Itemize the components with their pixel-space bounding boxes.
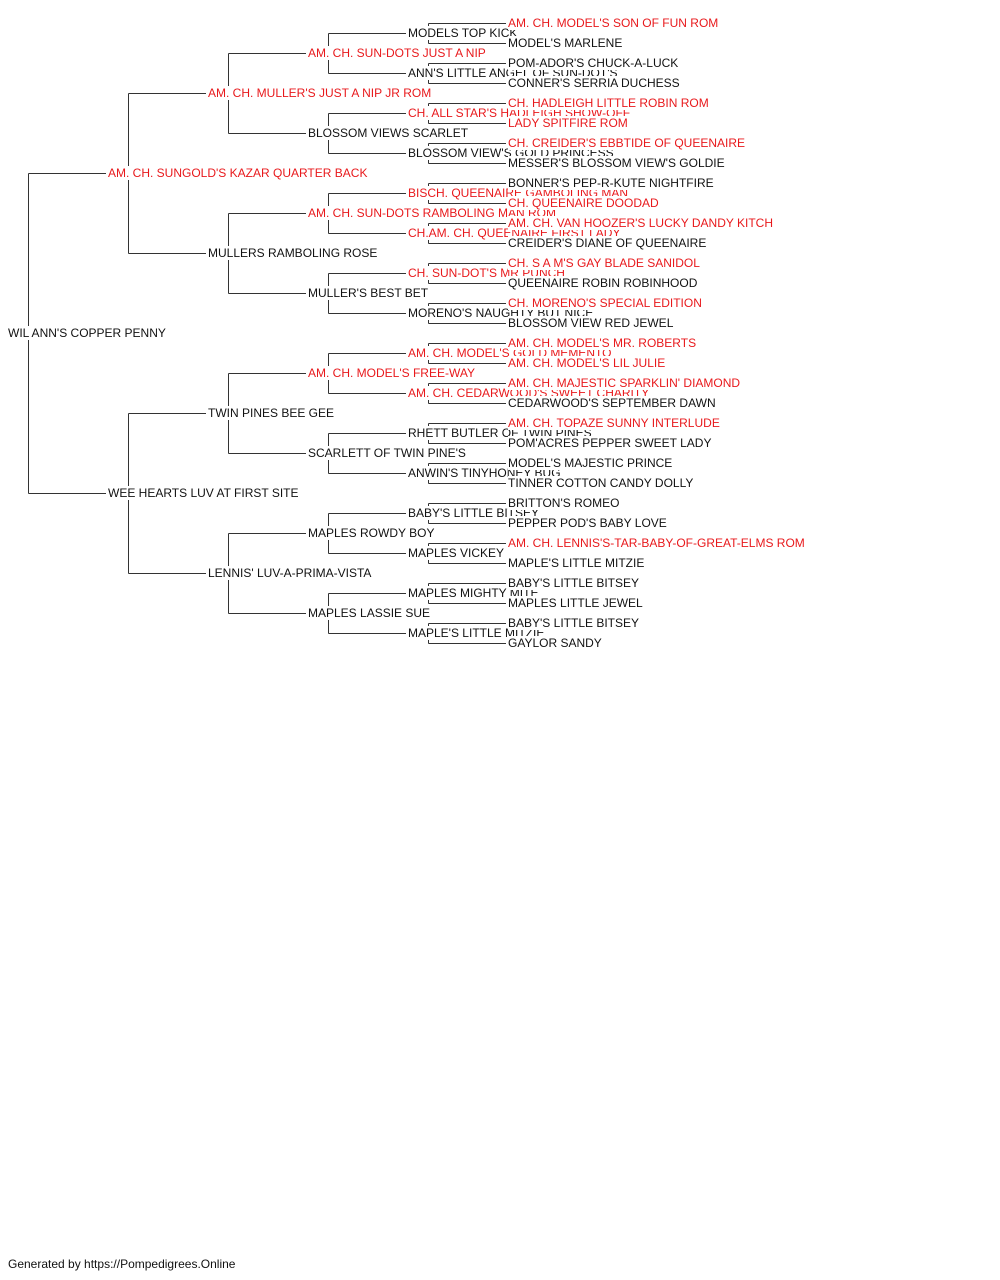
ancestor-name-gen2: AM. CH. MULLER'S JUST A NIP JR ROM <box>208 86 434 100</box>
ancestor-name-gen5: CH. S A M'S GAY BLADE SANIDOL <box>508 256 702 270</box>
ancestor-name-gen5: CONNER'S SERRIA DUCHESS <box>508 76 682 90</box>
ancestor-name-gen5: MAPLES LITTLE JEWEL <box>508 596 645 610</box>
ancestor-name-gen3: MAPLES LASSIE SUE <box>308 606 433 620</box>
ancestor-name-gen3: AM. CH. MODEL'S FREE-WAY <box>308 366 477 380</box>
ancestor-name-gen5: AM. CH. MODEL'S LIL JULIE <box>508 356 668 370</box>
footer-credit: Generated by https://Pompedigrees.Online <box>8 1257 236 1271</box>
ancestor-name-gen5: CREIDER'S DIANE OF QUEENAIRE <box>508 236 709 250</box>
ancestor-name-gen1: AM. CH. SUNGOLD'S KAZAR QUARTER BACK <box>108 166 370 180</box>
ancestor-name-gen5: AM. CH. VAN HOOZER'S LUCKY DANDY KITCH <box>508 216 776 230</box>
ancestor-name-gen5: POM'ACRES PEPPER SWEET LADY <box>508 436 714 450</box>
ancestor-name-gen4: MAPLES MIGHTY MITE <box>408 586 541 600</box>
ancestor-name-gen5: CH. QUEENAIRE DOODAD <box>508 196 661 210</box>
ancestor-name-gen4: BABY'S LITTLE BITSEY <box>408 506 542 520</box>
ancestor-name-gen5: AM. CH. TOPAZE SUNNY INTERLUDE <box>508 416 722 430</box>
ancestor-name-gen3: MAPLES ROWDY BOY <box>308 526 437 540</box>
ancestor-name-gen3: MULLER'S BEST BET <box>308 286 431 300</box>
ancestor-name-gen2: LENNIS' LUV-A-PRIMA-VISTA <box>208 566 374 580</box>
ancestor-name-gen5: CEDARWOOD'S SEPTEMBER DAWN <box>508 396 718 410</box>
ancestor-name-gen5: PEPPER POD'S BABY LOVE <box>508 516 669 530</box>
ancestor-name-gen5: AM. CH. MODEL'S MR. ROBERTS <box>508 336 699 350</box>
ancestor-name-gen5: MAPLE'S LITTLE MITZIE <box>508 556 647 570</box>
ancestor-name-gen3: AM. CH. SUN-DOTS RAMBOLING MAN ROM <box>308 206 559 220</box>
ancestor-name-gen5: LADY SPITFIRE ROM <box>508 116 630 130</box>
subject-dog-name: WIL ANN'S COPPER PENNY <box>8 326 168 340</box>
ancestor-name-gen2: MULLERS RAMBOLING ROSE <box>208 246 380 260</box>
ancestor-name-gen3: BLOSSOM VIEWS SCARLET <box>308 126 471 140</box>
ancestor-name-gen5: TINNER COTTON CANDY DOLLY <box>508 476 696 490</box>
ancestor-name-gen4: MODELS TOP KICK <box>408 26 520 40</box>
ancestor-name-gen5: AM. CH. MAJESTIC SPARKLIN' DIAMOND <box>508 376 743 390</box>
ancestor-name-gen5: BABY'S LITTLE BITSEY <box>508 616 642 630</box>
ancestor-name-gen5: CH. CREIDER'S EBBTIDE OF QUEENAIRE <box>508 136 747 150</box>
ancestor-name-gen5: QUEENAIRE ROBIN ROBINHOOD <box>508 276 700 290</box>
ancestor-name-gen5: MESSER'S BLOSSOM VIEW'S GOLDIE <box>508 156 727 170</box>
ancestor-name-gen5: BLOSSOM VIEW RED JEWEL <box>508 316 676 330</box>
ancestor-name-gen5: POM-ADOR'S CHUCK-A-LUCK <box>508 56 681 70</box>
ancestor-name-gen5: GAYLOR SANDY <box>508 636 604 650</box>
ancestor-name-gen5: MODEL'S MARLENE <box>508 36 625 50</box>
ancestor-name-gen5: BABY'S LITTLE BITSEY <box>508 576 642 590</box>
ancestor-name-gen5: AM. CH. MODEL'S SON OF FUN ROM <box>508 16 721 30</box>
ancestor-name-gen5: MODEL'S MAJESTIC PRINCE <box>508 456 675 470</box>
ancestor-name-gen5: CH. MORENO'S SPECIAL EDITION <box>508 296 704 310</box>
ancestor-name-gen2: TWIN PINES BEE GEE <box>208 406 337 420</box>
ancestor-name-gen3: AM. CH. SUN-DOTS JUST A NIP <box>308 46 488 60</box>
ancestor-name-gen1: WEE HEARTS LUV AT FIRST SITE <box>108 486 301 500</box>
ancestor-name-gen5: BRITTON'S ROMEO <box>508 496 622 510</box>
ancestor-name-gen5: CH. HADLEIGH LITTLE ROBIN ROM <box>508 96 711 110</box>
ancestor-name-gen4: MAPLES VICKEY <box>408 546 507 560</box>
ancestor-name-gen5: AM. CH. LENNIS'S-TAR-BABY-OF-GREAT-ELMS … <box>508 536 807 550</box>
ancestor-name-gen3: SCARLETT OF TWIN PINE'S <box>308 446 468 460</box>
ancestor-name-gen5: BONNER'S PEP-R-KUTE NIGHTFIRE <box>508 176 716 190</box>
